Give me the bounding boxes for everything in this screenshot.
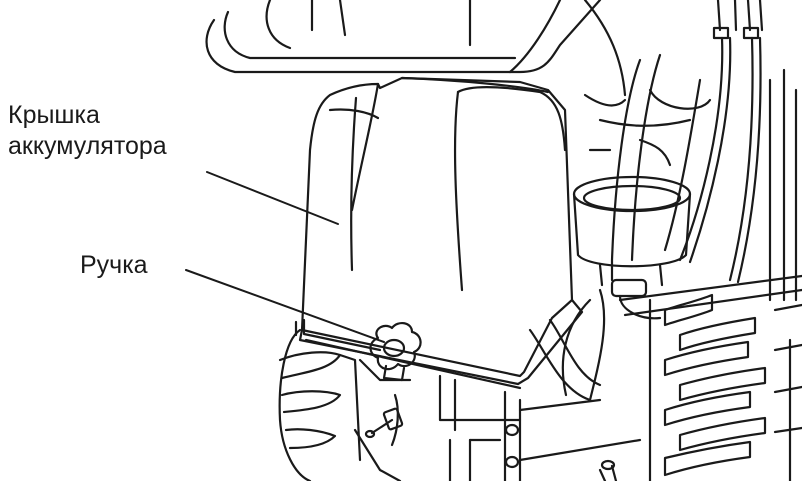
callout-label-battery-cover-line1: Крышка xyxy=(8,101,100,129)
engine-parts xyxy=(583,53,798,302)
left-wheel xyxy=(278,318,412,481)
axle-pin xyxy=(364,407,404,439)
control-cables xyxy=(663,0,764,284)
lower-frame xyxy=(438,288,642,481)
callout-label-handle: Ручка xyxy=(80,251,148,279)
callout-line-handle xyxy=(185,269,385,343)
handlebar-frame xyxy=(205,0,627,97)
crawler-track-right xyxy=(618,274,802,481)
battery-cover xyxy=(298,76,584,390)
callout-label-battery-cover: Крышка аккумулятора xyxy=(8,100,167,162)
callout-label-battery-cover-line2: аккумулятора xyxy=(8,132,167,160)
callout-line-battery-cover xyxy=(206,171,339,225)
